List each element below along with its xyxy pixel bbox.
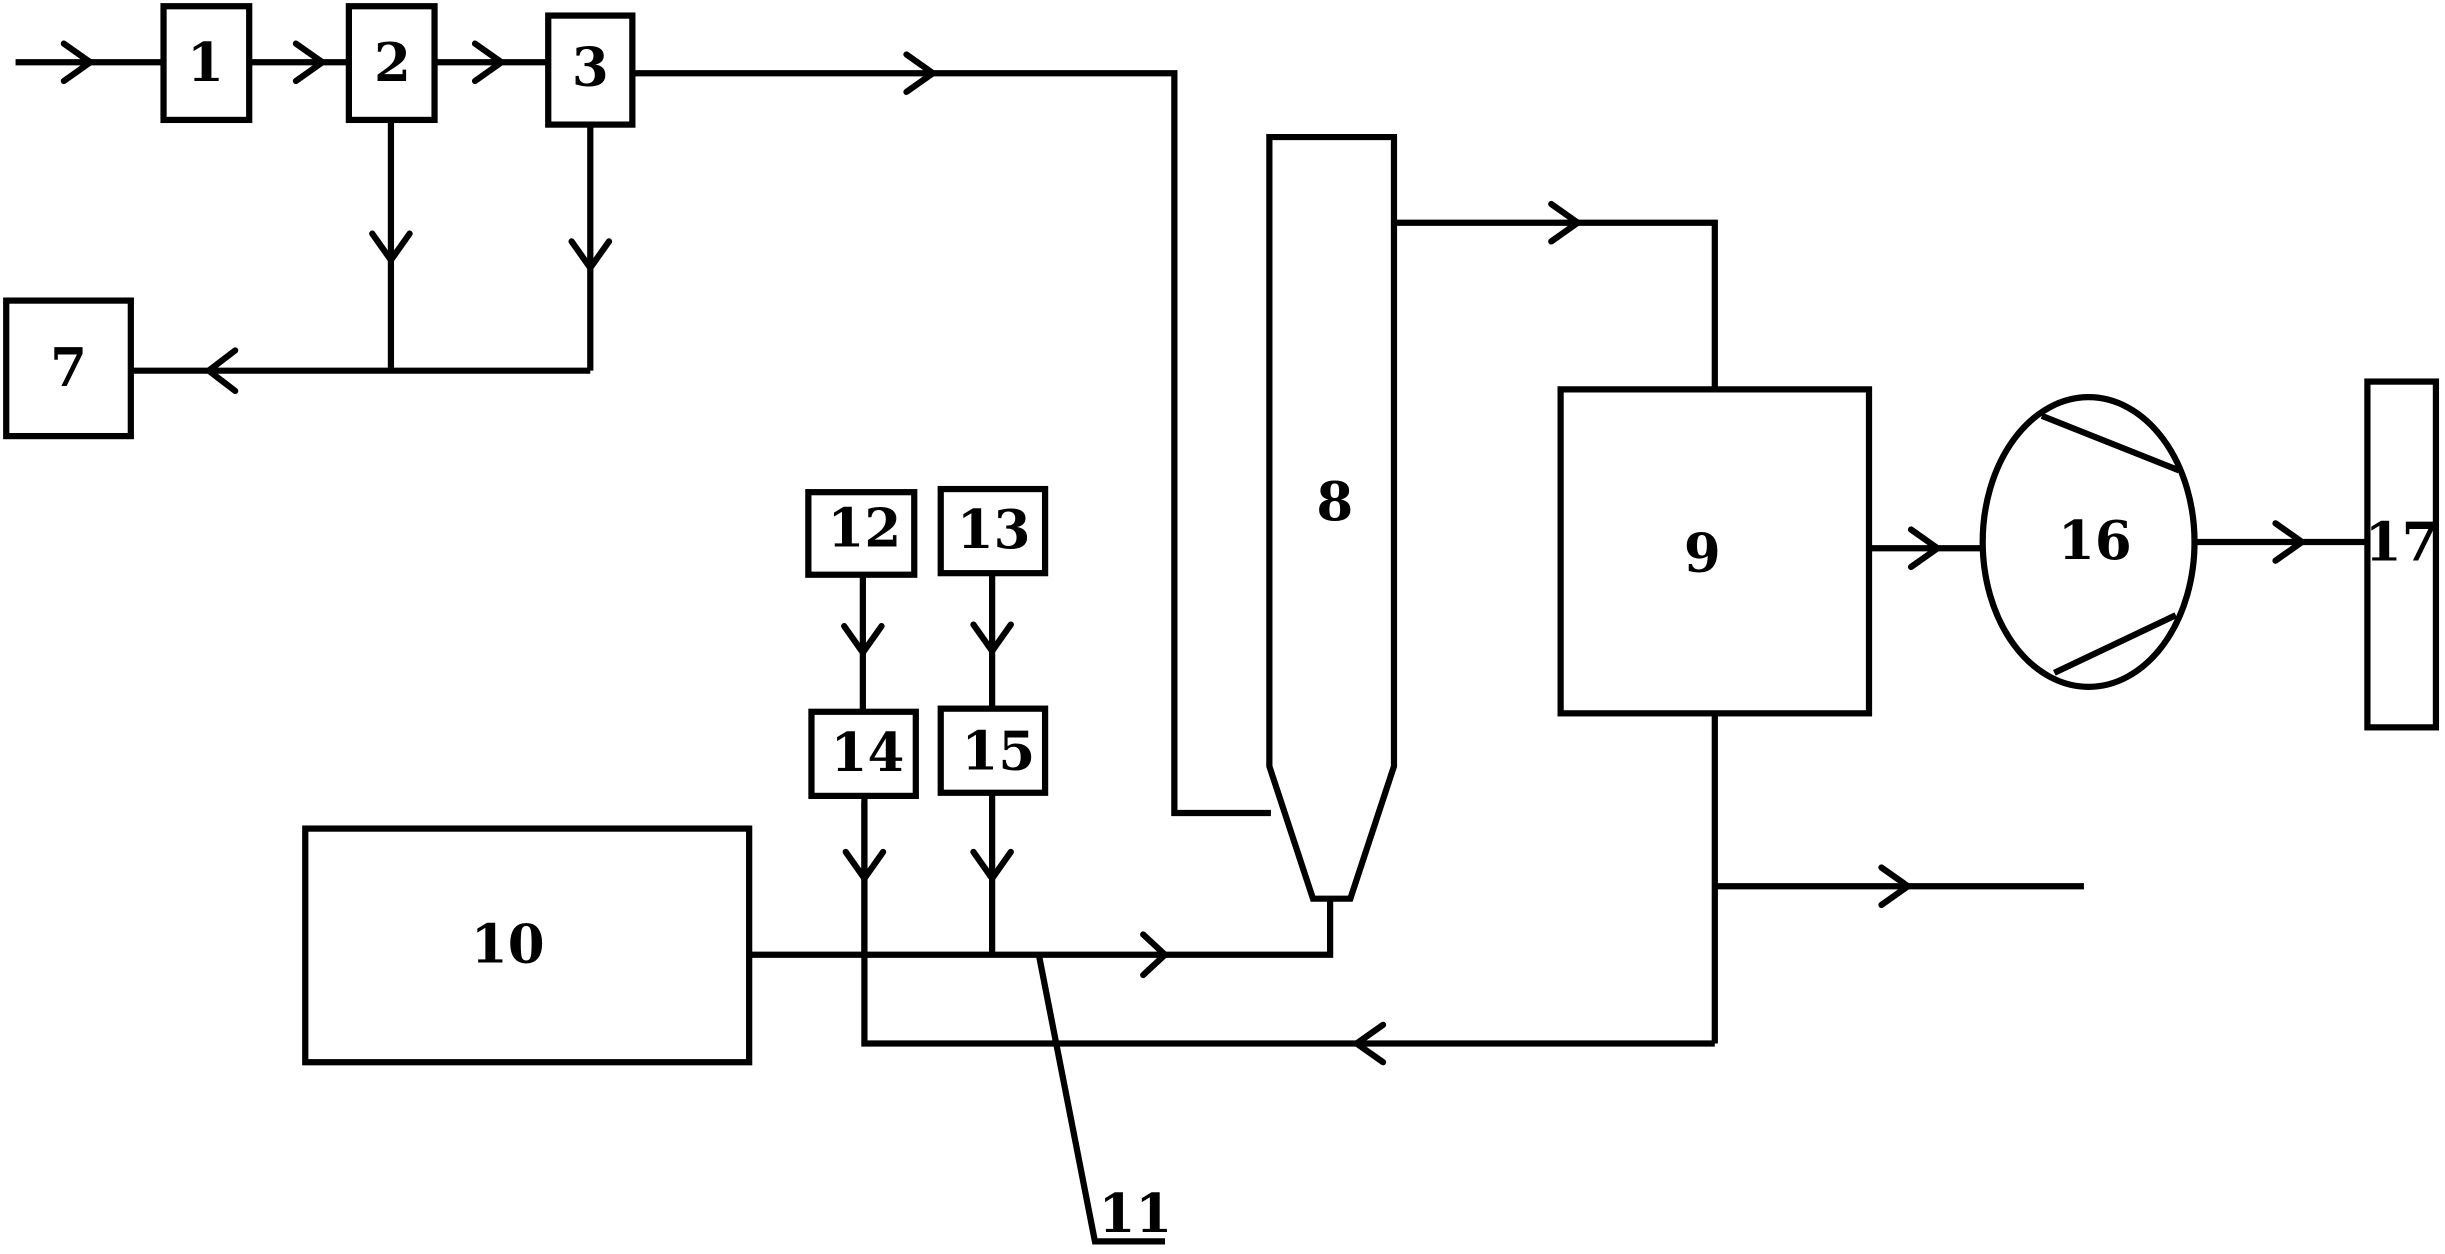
arrow-to-7 xyxy=(203,347,239,395)
unit-10-box xyxy=(302,825,753,1066)
unit-15-label: 15 xyxy=(962,720,1036,782)
compressor-16-vane-bottom xyxy=(2053,612,2178,676)
line-3-to-8 xyxy=(632,70,1271,817)
unit-13-label: 13 xyxy=(957,499,1031,561)
unit-9-box xyxy=(1557,386,1873,717)
arrow-9-to-16 xyxy=(1907,526,1943,571)
arrow-14-down xyxy=(842,848,887,884)
arrow-16-to-17 xyxy=(2272,520,2308,564)
inlet-arrow xyxy=(60,40,96,85)
arrow-8-to-9 xyxy=(1548,200,1584,245)
unit-7-label: 7 xyxy=(50,337,87,399)
arrow-3-down xyxy=(568,238,613,274)
outlet-arrow xyxy=(1878,864,1914,909)
arrow-13-to-15 xyxy=(970,621,1014,657)
unit-12-label: 12 xyxy=(828,498,902,560)
unit-17-box xyxy=(2364,378,2440,731)
line-10-to-8 xyxy=(749,898,1334,958)
unit-14-box xyxy=(808,708,919,799)
arrow-1-to-2 xyxy=(292,40,328,85)
unit-14-label: 14 xyxy=(831,722,905,784)
unit-9-label: 9 xyxy=(1684,523,1721,585)
compressor-16-label: 16 xyxy=(2058,510,2132,572)
unit-2-label: 2 xyxy=(374,32,411,94)
arrow-3-to-8 xyxy=(903,51,939,96)
arrow-2-to-3 xyxy=(471,40,507,85)
unit-17-label: 17 xyxy=(2365,512,2439,574)
unit-7-box xyxy=(3,297,134,440)
arrow-15-down xyxy=(970,848,1014,884)
unit-1-label: 1 xyxy=(187,32,224,94)
compressor-16 xyxy=(1979,394,2198,690)
unit-13-box xyxy=(937,485,1049,577)
tower-8-label: 8 xyxy=(1316,471,1353,533)
compressor-16-vane-top xyxy=(2040,412,2181,474)
unit-12-box xyxy=(805,489,918,578)
line-8-to-9 xyxy=(1393,219,1718,390)
leader-11 xyxy=(1035,954,1166,1245)
tower-8 xyxy=(1266,133,1398,902)
arrow-2-down xyxy=(369,230,413,266)
leader-11-label: 11 xyxy=(1099,1183,1173,1245)
unit-10-label: 10 xyxy=(471,914,545,976)
unit-3-label: 3 xyxy=(572,37,609,99)
return-arrow xyxy=(1351,1021,1387,1066)
arrow-10-to-8 xyxy=(1140,931,1170,979)
arrow-12-to-14 xyxy=(841,623,885,658)
